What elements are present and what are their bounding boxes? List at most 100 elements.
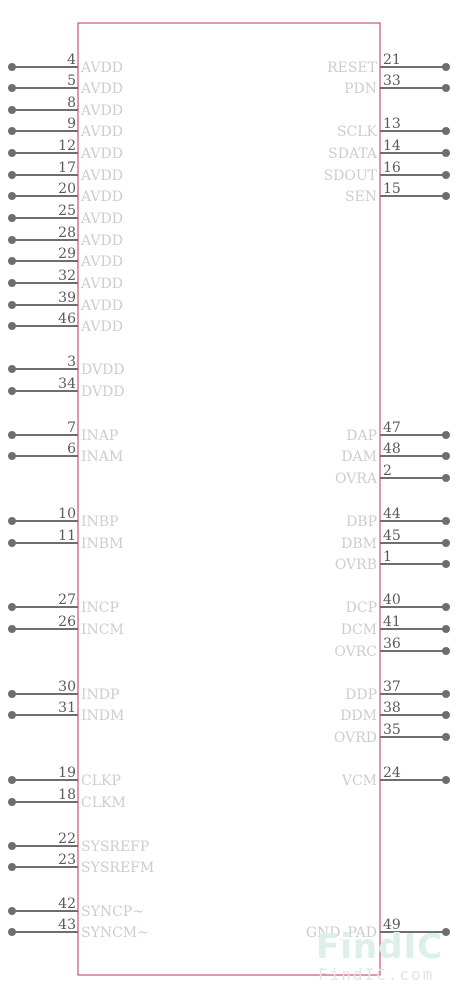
pin-number: 12 [58,138,76,154]
pin-endpoint-dot [8,257,16,265]
pin-endpoint-dot [442,452,450,460]
pin-endpoint-dot [8,192,16,200]
pin-name: DVDD [81,384,125,400]
pin-endpoint-dot [442,84,450,92]
pin-endpoint-dot [8,106,16,114]
pin-name: DCP [346,600,377,616]
pin-name: SYNCP~ [81,904,144,920]
pin-name: INDP [81,687,119,703]
pin-name: OVRD [334,730,377,746]
watermark: FindIC FindIC.com [316,927,443,984]
pin-number: 32 [58,268,76,284]
pin-number: 40 [383,592,401,608]
pin-endpoint-dot [8,452,16,460]
pin-name: INBM [81,536,123,552]
pin-name: RESET [327,60,378,76]
pin-number: 3 [67,354,76,370]
pin-name: INAP [81,428,118,444]
pin-name: AVDD [80,168,123,184]
pin-number: 15 [383,181,401,197]
pin-endpoint-dot [8,431,16,439]
pin-number: 21 [383,52,401,68]
pin-endpoint-dot [8,928,16,936]
watermark-url: FindIC.com [318,965,434,984]
pin-endpoint-dot [8,149,16,157]
pin-name: AVDD [80,276,123,292]
pin-name: SYSREFM [81,860,154,876]
ic-body-outline [77,22,381,976]
pin-name: AVDD [80,211,123,227]
pin-endpoint-dot [8,84,16,92]
pin-name: VCM [341,773,377,789]
pin-endpoint-dot [442,431,450,439]
pin-endpoint-dot [8,798,16,806]
pin-endpoint-dot [442,517,450,525]
pin-name: SEN [345,189,377,205]
pin-number: 43 [58,917,76,933]
pin-name: SYSREFP [81,839,149,855]
pin-name: INDM [81,708,124,724]
pin-name: DAM [341,449,377,465]
pin-number: 23 [58,852,76,868]
pin-number: 7 [67,420,76,436]
pin-name: DAP [346,428,377,444]
pin-name: AVDD [80,103,123,119]
pin-number: 22 [58,831,76,847]
pin-number: 48 [383,441,401,457]
pin-name: GND_PAD [306,925,377,941]
pin-name: AVDD [80,189,123,205]
pin-number: 28 [58,225,76,241]
pin-name: AVDD [80,298,123,314]
pin-endpoint-dot [8,63,16,71]
pin-number: 14 [383,138,401,154]
watermark-logo: FindIC [316,927,443,967]
pin-number: 38 [383,700,401,716]
pin-name: INCM [81,622,124,638]
pin-endpoint-dot [8,625,16,633]
pin-endpoint-dot [8,171,16,179]
pin-endpoint-dot [8,907,16,915]
pin-name: OVRC [334,644,377,660]
pin-endpoint-dot [8,517,16,525]
pin-endpoint-dot [8,842,16,850]
pin-number: 33 [383,73,401,89]
pin-endpoint-dot [442,192,450,200]
pin-name: AVDD [80,81,123,97]
pin-endpoint-dot [8,322,16,330]
pin-name: CLKP [81,773,121,789]
pin-number: 46 [58,311,76,327]
pin-number: 36 [383,636,401,652]
pin-name: AVDD [80,146,123,162]
pin-endpoint-dot [442,171,450,179]
